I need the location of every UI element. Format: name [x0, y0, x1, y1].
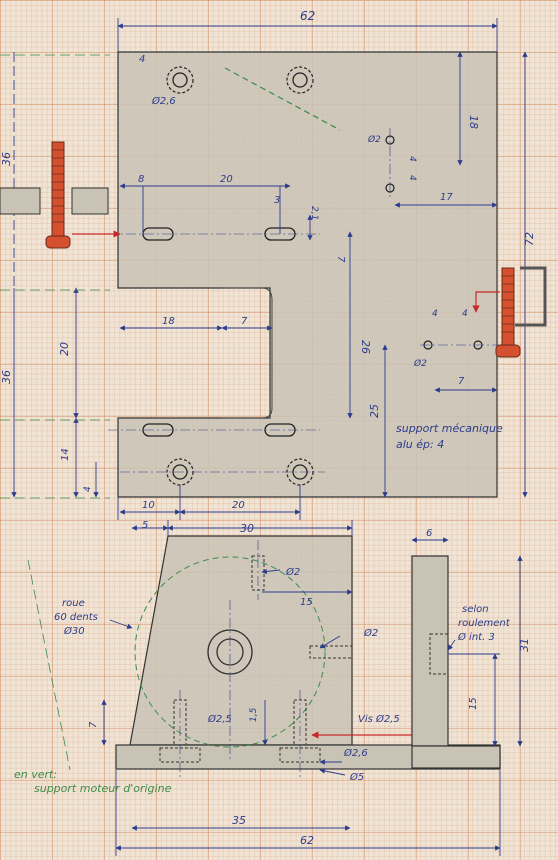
dim-5: 5: [142, 520, 148, 531]
dim-15: 15: [300, 597, 313, 608]
green-dash-left: [27, 559, 71, 771]
mount-hole: [286, 66, 314, 94]
dim-20: 20: [220, 174, 233, 185]
dim-62b: 62: [300, 834, 314, 847]
wheel-label1: roue: [62, 598, 85, 609]
dim-18: 18: [467, 115, 480, 129]
dim-72: 72: [523, 232, 536, 246]
slot: [142, 423, 174, 437]
dim-31: 31: [518, 638, 531, 652]
dim-26: 26: [359, 340, 372, 354]
front-body: [129, 535, 353, 746]
dim-1-5: 1,5: [249, 707, 259, 722]
red-arrow: [472, 291, 500, 313]
side-block: [71, 187, 109, 215]
dim-10: 10: [142, 500, 155, 511]
side-note2: roulement: [458, 618, 511, 629]
dim-tap: Ø2: [285, 566, 300, 578]
note-material: alu ép: 4: [396, 438, 444, 451]
cutout-edge: [222, 287, 273, 419]
dim-counterbore: Ø5: [349, 771, 364, 783]
screw-left: [45, 141, 71, 249]
wheel-label2: 60 dents: [54, 612, 98, 623]
green-note1: en vert:: [14, 768, 57, 781]
wheel-outline-green: [134, 556, 326, 748]
dim-14: 14: [60, 448, 71, 461]
dim-25: 25: [368, 404, 381, 418]
side-tap: [309, 645, 353, 659]
dim-20b: 20: [58, 342, 71, 356]
side-note3: Ø int. 3: [457, 631, 495, 643]
screw-right: [495, 266, 547, 358]
dim-pair-dia: Ø2: [413, 358, 427, 369]
green-note2: support moteur d'origine: [34, 782, 172, 795]
dim-7d: 7: [88, 721, 99, 728]
side-note1: selon: [462, 604, 489, 615]
separator-lines: [0, 54, 110, 499]
wheel-label3: Ø30: [63, 625, 85, 637]
side-plate: [411, 555, 449, 747]
dim-15b: 15: [468, 697, 479, 710]
motor-outline-green: [224, 67, 341, 131]
side-block: [0, 187, 41, 215]
dim-4b: 4: [83, 486, 93, 492]
dim-2-1: 2,1: [309, 206, 319, 220]
dim-8: 8: [138, 174, 144, 185]
side-view: 6 31 15 selon roulement Ø int. 3: [411, 528, 531, 769]
note-support: support mécanique: [396, 422, 503, 435]
dim-7c: 7: [458, 376, 465, 387]
dim-7b: 7: [241, 316, 248, 327]
dim-small-hole: Ø2: [367, 134, 381, 145]
dim-62: 62: [300, 9, 315, 23]
dim-screw: Ø2,5: [207, 713, 232, 725]
dim-pitch1: 4: [407, 156, 417, 162]
label-screw: Vis Ø2,5: [358, 713, 400, 725]
dim-4: 4: [139, 54, 145, 65]
dim-36: 36: [0, 152, 13, 166]
dim-36b: 36: [0, 370, 13, 384]
side-base: [411, 745, 501, 769]
plate-outline: [117, 51, 498, 498]
dim-pair-right: 4: [462, 309, 468, 319]
mount-hole: [166, 66, 194, 94]
dim-30: 30: [240, 522, 254, 535]
dim-17: 17: [440, 192, 453, 203]
wheel-leader: [109, 619, 133, 629]
dim-side-hole: Ø2: [363, 627, 378, 639]
dim-hole: Ø2,6: [151, 95, 176, 107]
dim-20c: 20: [232, 500, 245, 511]
dim-7: 7: [335, 256, 346, 263]
dim-pair-left: 4: [432, 309, 438, 319]
top-view: 62 4 Ø2,6 18 36 8 20 3 2,1 7 Ø2 4 4 17 7…: [0, 9, 547, 520]
dim-3: 3: [274, 195, 280, 206]
dim-35: 35: [232, 814, 246, 827]
dim-18b: 18: [162, 316, 175, 327]
dim-hole-front: Ø2,6: [343, 747, 368, 759]
dim-pitch2: 4: [407, 175, 417, 181]
dim-6: 6: [426, 528, 432, 539]
